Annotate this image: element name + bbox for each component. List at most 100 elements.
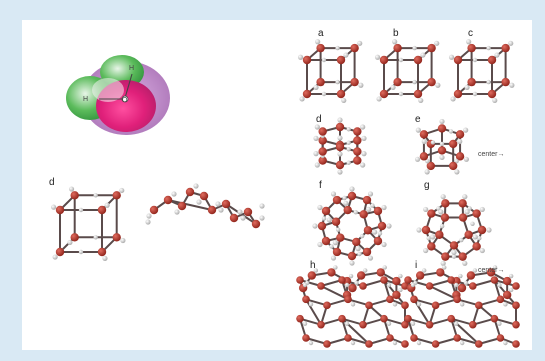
label-h-left: H bbox=[83, 96, 88, 103]
hydrogen-atom bbox=[120, 237, 126, 244]
hydrogen-atom bbox=[457, 138, 463, 145]
panel-label-g: g bbox=[424, 180, 430, 191]
oxygen-atom bbox=[425, 282, 434, 290]
hydrogen-atom bbox=[346, 140, 351, 145]
hydrogen-atom bbox=[460, 340, 465, 346]
oxygen-atom bbox=[347, 191, 357, 201]
hydrogen-atom bbox=[477, 236, 482, 241]
oxygen-atom bbox=[410, 334, 418, 342]
oxygen-atom bbox=[336, 55, 346, 65]
hydrogen-atom bbox=[423, 247, 429, 254]
hydrogen-atom bbox=[376, 96, 382, 102]
oxygen-atom bbox=[425, 320, 434, 329]
hydrogen-atom bbox=[392, 39, 398, 45]
oxygen-atom bbox=[441, 252, 450, 261]
oxygen-atom bbox=[393, 43, 402, 53]
hydrogen-atom bbox=[337, 117, 343, 123]
oxygen-atom bbox=[453, 295, 462, 304]
cluster-d-left bbox=[51, 186, 126, 261]
oxygen-atom bbox=[97, 247, 107, 257]
hydrogen-atom bbox=[308, 340, 314, 346]
oxygen-atom bbox=[365, 301, 373, 310]
hydrogen-atom bbox=[193, 183, 199, 189]
hydrogen-atom bbox=[52, 254, 58, 260]
panel-label-c: c bbox=[468, 28, 473, 39]
hydrogen-atom bbox=[492, 97, 498, 104]
hydrogen-atom bbox=[439, 141, 445, 147]
hydrogen-atom bbox=[362, 268, 368, 273]
oxygen-atom bbox=[496, 334, 505, 342]
hydrogen-atom bbox=[361, 151, 367, 157]
oxygen-atom bbox=[447, 276, 456, 284]
hydrogen-atom bbox=[377, 231, 383, 236]
hydrogen-atom bbox=[398, 273, 403, 279]
hydrogen-atom bbox=[346, 160, 351, 165]
oxygen-atom bbox=[335, 122, 345, 132]
hydrogen-atom bbox=[439, 223, 445, 229]
hydrogen-atom bbox=[215, 201, 221, 207]
oxygen-atom bbox=[296, 276, 304, 284]
hydrogen-atom bbox=[346, 127, 351, 132]
hydrogen-atom bbox=[329, 244, 334, 249]
oxygen-atom bbox=[336, 89, 346, 99]
hydrogen-atom bbox=[344, 321, 350, 326]
oxygen-atom bbox=[353, 156, 362, 165]
oxygen-atom bbox=[490, 314, 499, 323]
hydrogen-atom bbox=[308, 302, 314, 307]
oxygen-atom bbox=[379, 55, 389, 65]
oxygen-atom bbox=[469, 320, 477, 329]
oxygen-atom bbox=[472, 242, 481, 251]
hydrogen-atom bbox=[472, 57, 478, 63]
hydrogen-atom bbox=[426, 236, 431, 241]
hydrogen-atom bbox=[472, 268, 478, 273]
cluster-g bbox=[416, 194, 492, 266]
hydrogen-atom bbox=[381, 241, 387, 248]
hydrogen-atom bbox=[354, 280, 359, 286]
oxygen-atom bbox=[458, 252, 467, 261]
hydrogen-atom bbox=[430, 234, 436, 240]
oxygen-atom bbox=[464, 230, 473, 239]
oxygen-atom bbox=[379, 89, 389, 99]
oxygen-atom bbox=[199, 191, 209, 201]
hydrogen-atom bbox=[337, 151, 343, 157]
hydrogen-atom bbox=[424, 169, 430, 175]
oxygen-atom bbox=[356, 271, 366, 280]
oxygen-atom bbox=[363, 226, 373, 235]
hydrogen-atom bbox=[145, 219, 151, 225]
oxygen-atom bbox=[338, 314, 346, 323]
figure-svg: H H O d a b c d e f g h i center→ center… bbox=[49, 28, 520, 348]
hydrogen-atom bbox=[486, 79, 491, 85]
oxygen-atom bbox=[243, 207, 253, 217]
hydrogen-atom bbox=[486, 227, 492, 233]
hydrogen-atom bbox=[350, 302, 356, 307]
hydrogen-atom bbox=[366, 206, 372, 212]
oxygen-atom bbox=[344, 334, 352, 342]
hydrogen-atom bbox=[415, 127, 421, 133]
hydrogen-atom bbox=[497, 282, 502, 288]
hydrogen-atom bbox=[330, 255, 337, 261]
oxygen-atom bbox=[332, 247, 342, 257]
hydrogen-atom bbox=[398, 287, 403, 293]
oxygen-atom bbox=[472, 209, 481, 218]
cluster-c bbox=[448, 39, 515, 104]
oxygen-atom bbox=[353, 136, 362, 145]
hydrogen-atom bbox=[357, 40, 363, 46]
hydrogen-atom bbox=[439, 154, 445, 161]
oxygen-atom bbox=[453, 55, 463, 65]
hydrogen-atom bbox=[372, 229, 378, 235]
oxygen-atom bbox=[380, 314, 388, 323]
hydrogen-atom bbox=[464, 84, 470, 91]
hydrogen-atom bbox=[359, 233, 365, 239]
oxygen-atom bbox=[55, 205, 65, 215]
oxygen-atom bbox=[353, 147, 362, 156]
bond-line bbox=[305, 298, 322, 326]
hydrogen-atom bbox=[313, 151, 319, 157]
hydrogen-atom bbox=[174, 209, 180, 215]
hydrogen-atom bbox=[196, 199, 202, 205]
hydrogen-atom bbox=[494, 52, 500, 58]
hydrogen-atom bbox=[317, 241, 323, 248]
oxygen-atom bbox=[335, 160, 345, 170]
hydrogen-atom bbox=[416, 227, 422, 233]
oxygen-atom bbox=[449, 241, 459, 250]
oxygen-atom bbox=[316, 43, 325, 53]
